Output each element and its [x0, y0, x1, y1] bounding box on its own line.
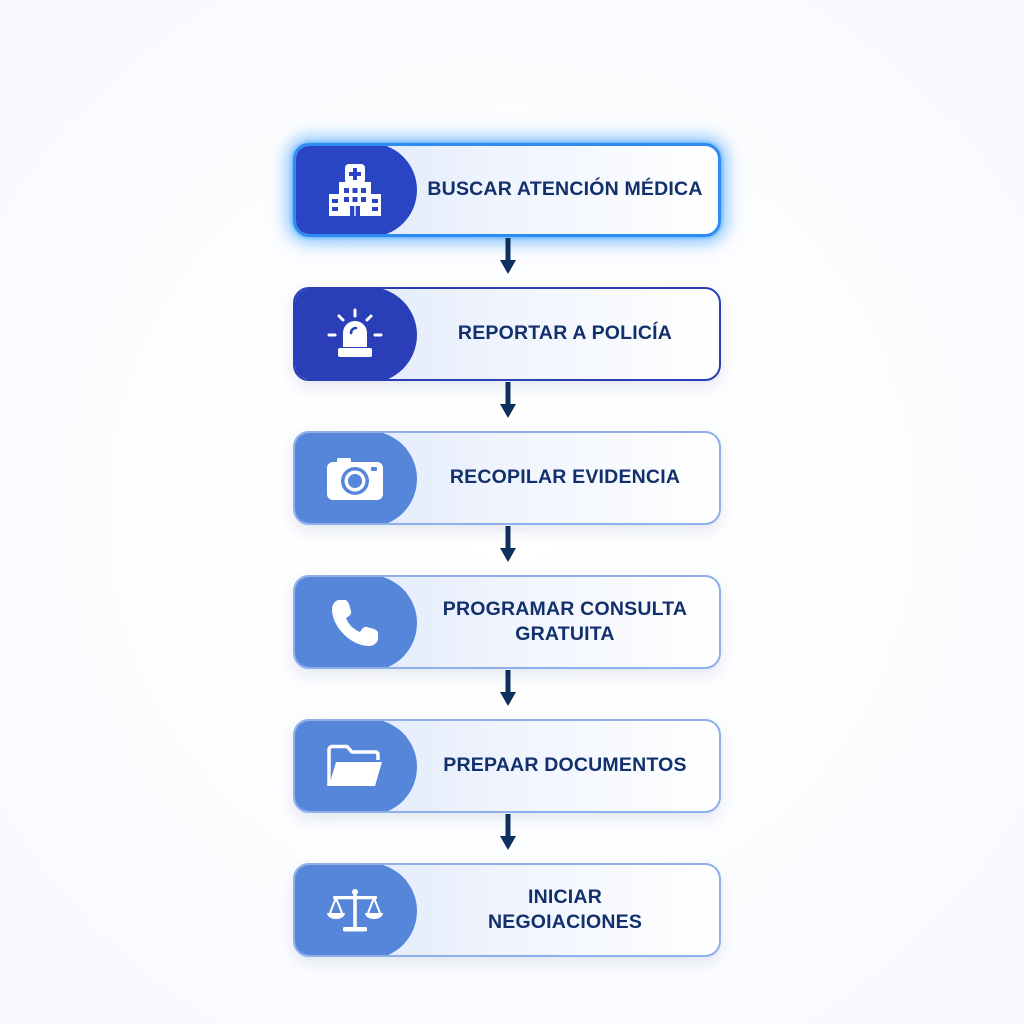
folder-icon: [327, 744, 382, 786]
down-arrow: [500, 526, 516, 562]
police-siren-icon: [327, 308, 383, 357]
step-label: INICIAR NEGOIACIONES: [487, 885, 643, 933]
step-schedule-free-consultation[interactable]: PROGRAMAR CONSULTA GRATUITA: [293, 575, 721, 669]
down-arrow: [500, 382, 516, 418]
step-collect-evidence[interactable]: RECOPILAR EVIDENCIA: [293, 431, 721, 525]
down-arrow: [500, 670, 516, 706]
step-report-to-police[interactable]: REPORTAR A POLICÍA: [293, 287, 721, 381]
step-label: PROGRAMAR CONSULTA GRATUITA: [442, 597, 688, 645]
scales-of-justice-icon: [327, 889, 383, 932]
down-arrow: [500, 814, 516, 850]
step-label: RECOPILAR EVIDENCIA: [449, 466, 681, 489]
step-start-negotiations[interactable]: INICIAR NEGOIACIONES: [293, 863, 721, 957]
hospital-icon: [329, 164, 381, 216]
down-arrow: [500, 238, 516, 274]
step-seek-medical-care[interactable]: BUSCAR ATENCIÓN MÉDICA: [293, 143, 721, 237]
step-label: REPORTAR A POLICÍA: [457, 322, 673, 345]
step-icon-badge: [295, 721, 417, 811]
step-icon-badge: [295, 433, 417, 523]
step-prepare-documents[interactable]: PREPAAR DOCUMENTOS: [293, 719, 721, 813]
camera-icon: [327, 458, 383, 500]
phone-icon: [332, 600, 378, 646]
step-label: PREPAAR DOCUMENTOS: [443, 754, 687, 777]
step-icon-badge: [295, 289, 417, 379]
step-icon-badge: [295, 577, 417, 667]
step-icon-badge: [295, 865, 417, 955]
step-icon-badge: [296, 146, 417, 234]
step-label: BUSCAR ATENCIÓN MÉDICA: [427, 178, 703, 201]
